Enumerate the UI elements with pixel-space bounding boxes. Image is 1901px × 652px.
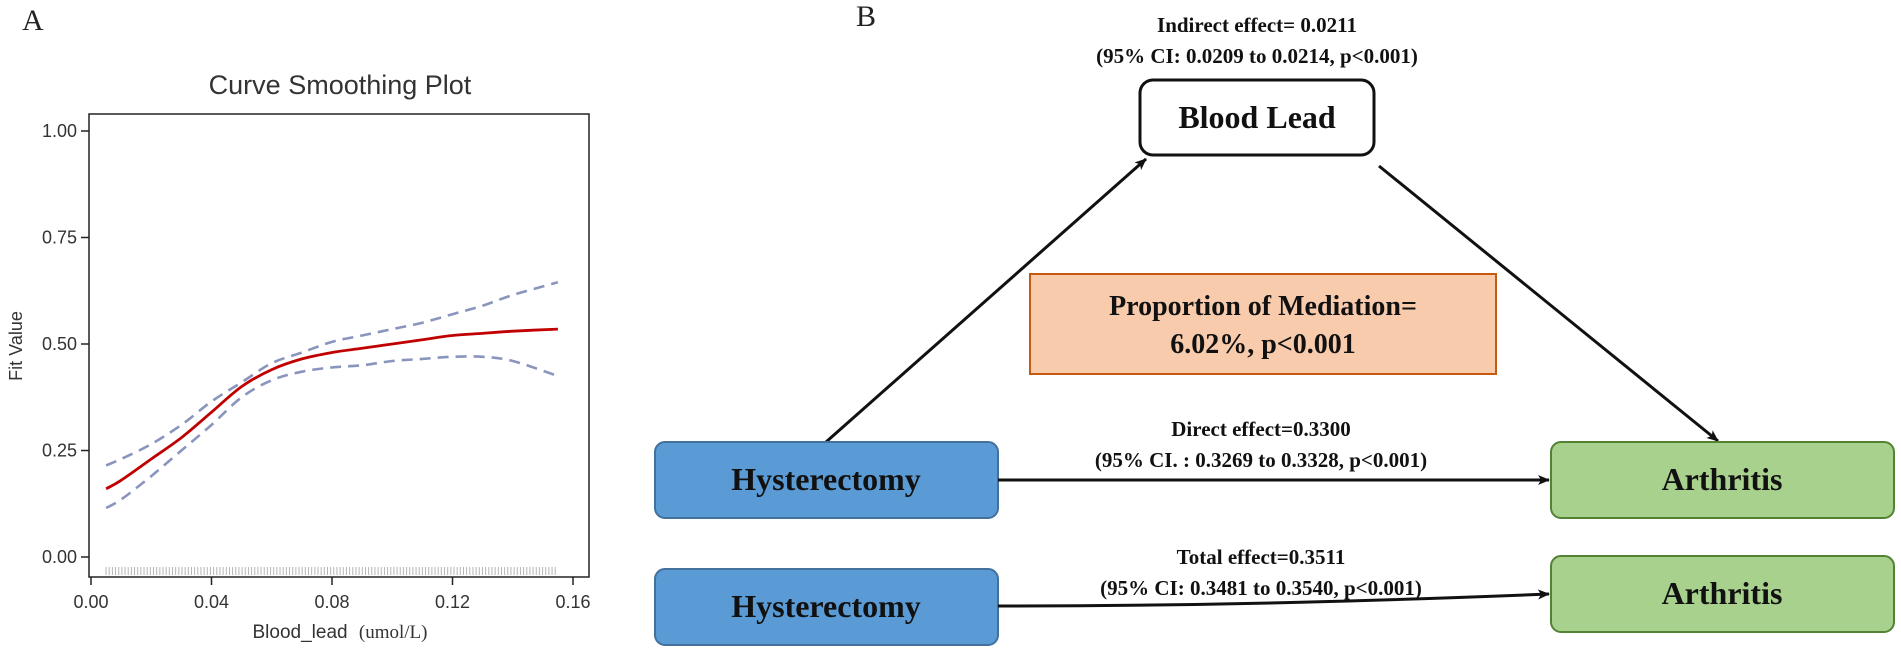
x-tick-label: 0.00	[73, 592, 108, 612]
mediator-label: Blood Lead	[1178, 99, 1336, 135]
plot-frame	[88, 113, 590, 578]
panel-label-b: B	[856, 0, 877, 33]
direct-effect-label: Direct effect=0.3300	[1171, 417, 1350, 441]
y-axis: 0.00 0.25 0.50 0.75 1.00	[42, 121, 89, 567]
total-effect-ci: (95% CI: 0.3481 to 0.3540, p<0.001)	[1100, 576, 1422, 600]
x-axis-label-unit: (umol/L)	[359, 622, 428, 643]
y-tick-label: 0.25	[42, 441, 77, 461]
series-lines	[105, 280, 559, 510]
exposure-label-bottom: Hysterectomy	[731, 588, 921, 624]
lower-ci-line	[105, 355, 559, 510]
curve-smoothing-chart: Curve Smoothing Plot 0.00 0.25 0.50 0.75 1.0…	[6, 70, 591, 643]
total-effect-label: Total effect=0.3511	[1177, 545, 1346, 569]
total-effect-arrow	[997, 589, 1550, 608]
indirect-effect-ci: (95% CI: 0.0209 to 0.0214, p<0.001)	[1096, 44, 1418, 68]
y-tick-label: 0.50	[42, 334, 77, 354]
proportion-mediation-line2: 6.02%, p<0.001	[1170, 329, 1356, 360]
proportion-mediation-box	[1029, 273, 1497, 375]
x-axis-label: Blood_lead (umol/L)	[253, 622, 428, 643]
outcome-label-bottom: Arthritis	[1662, 575, 1783, 611]
mediator-box	[1138, 78, 1376, 157]
path-a-arrow	[825, 157, 1147, 444]
outcome-box-bottom	[1550, 555, 1895, 633]
x-tick-label: 0.04	[194, 592, 229, 612]
indirect-effect-label: Indirect effect= 0.0211	[1157, 13, 1357, 37]
y-axis-label: Fit Value	[6, 311, 26, 381]
x-tick-label: 0.12	[435, 592, 470, 612]
y-tick-label: 0.00	[42, 547, 77, 567]
fit-line	[105, 327, 558, 491]
exposure-label-top: Hysterectomy	[731, 461, 921, 497]
outcome-label-top: Arthritis	[1662, 461, 1783, 497]
rug-marks	[105, 567, 556, 575]
path-b-arrow	[1378, 164, 1719, 443]
outcome-box-top	[1550, 441, 1895, 519]
panel-label-a: A	[22, 4, 44, 37]
y-tick-label: 0.75	[42, 228, 77, 248]
mediation-diagram: Indirect effect= 0.0211 (95% CI: 0.0209 …	[654, 13, 1895, 646]
proportion-mediation-line1: Proportion of Mediation=	[1109, 291, 1417, 322]
x-axis-label-name: Blood_lead	[253, 622, 348, 643]
direct-effect-ci: (95% CI. : 0.3269 to 0.3328, p<0.001)	[1095, 448, 1427, 472]
upper-ci-line	[105, 280, 559, 467]
y-tick-label: 1.00	[42, 121, 77, 141]
x-axis: 0.00 0.04 0.08 0.12 0.16	[73, 577, 591, 612]
chart-title: Curve Smoothing Plot	[209, 70, 472, 100]
x-tick-label: 0.08	[314, 592, 349, 612]
x-tick-label: 0.16	[555, 592, 590, 612]
